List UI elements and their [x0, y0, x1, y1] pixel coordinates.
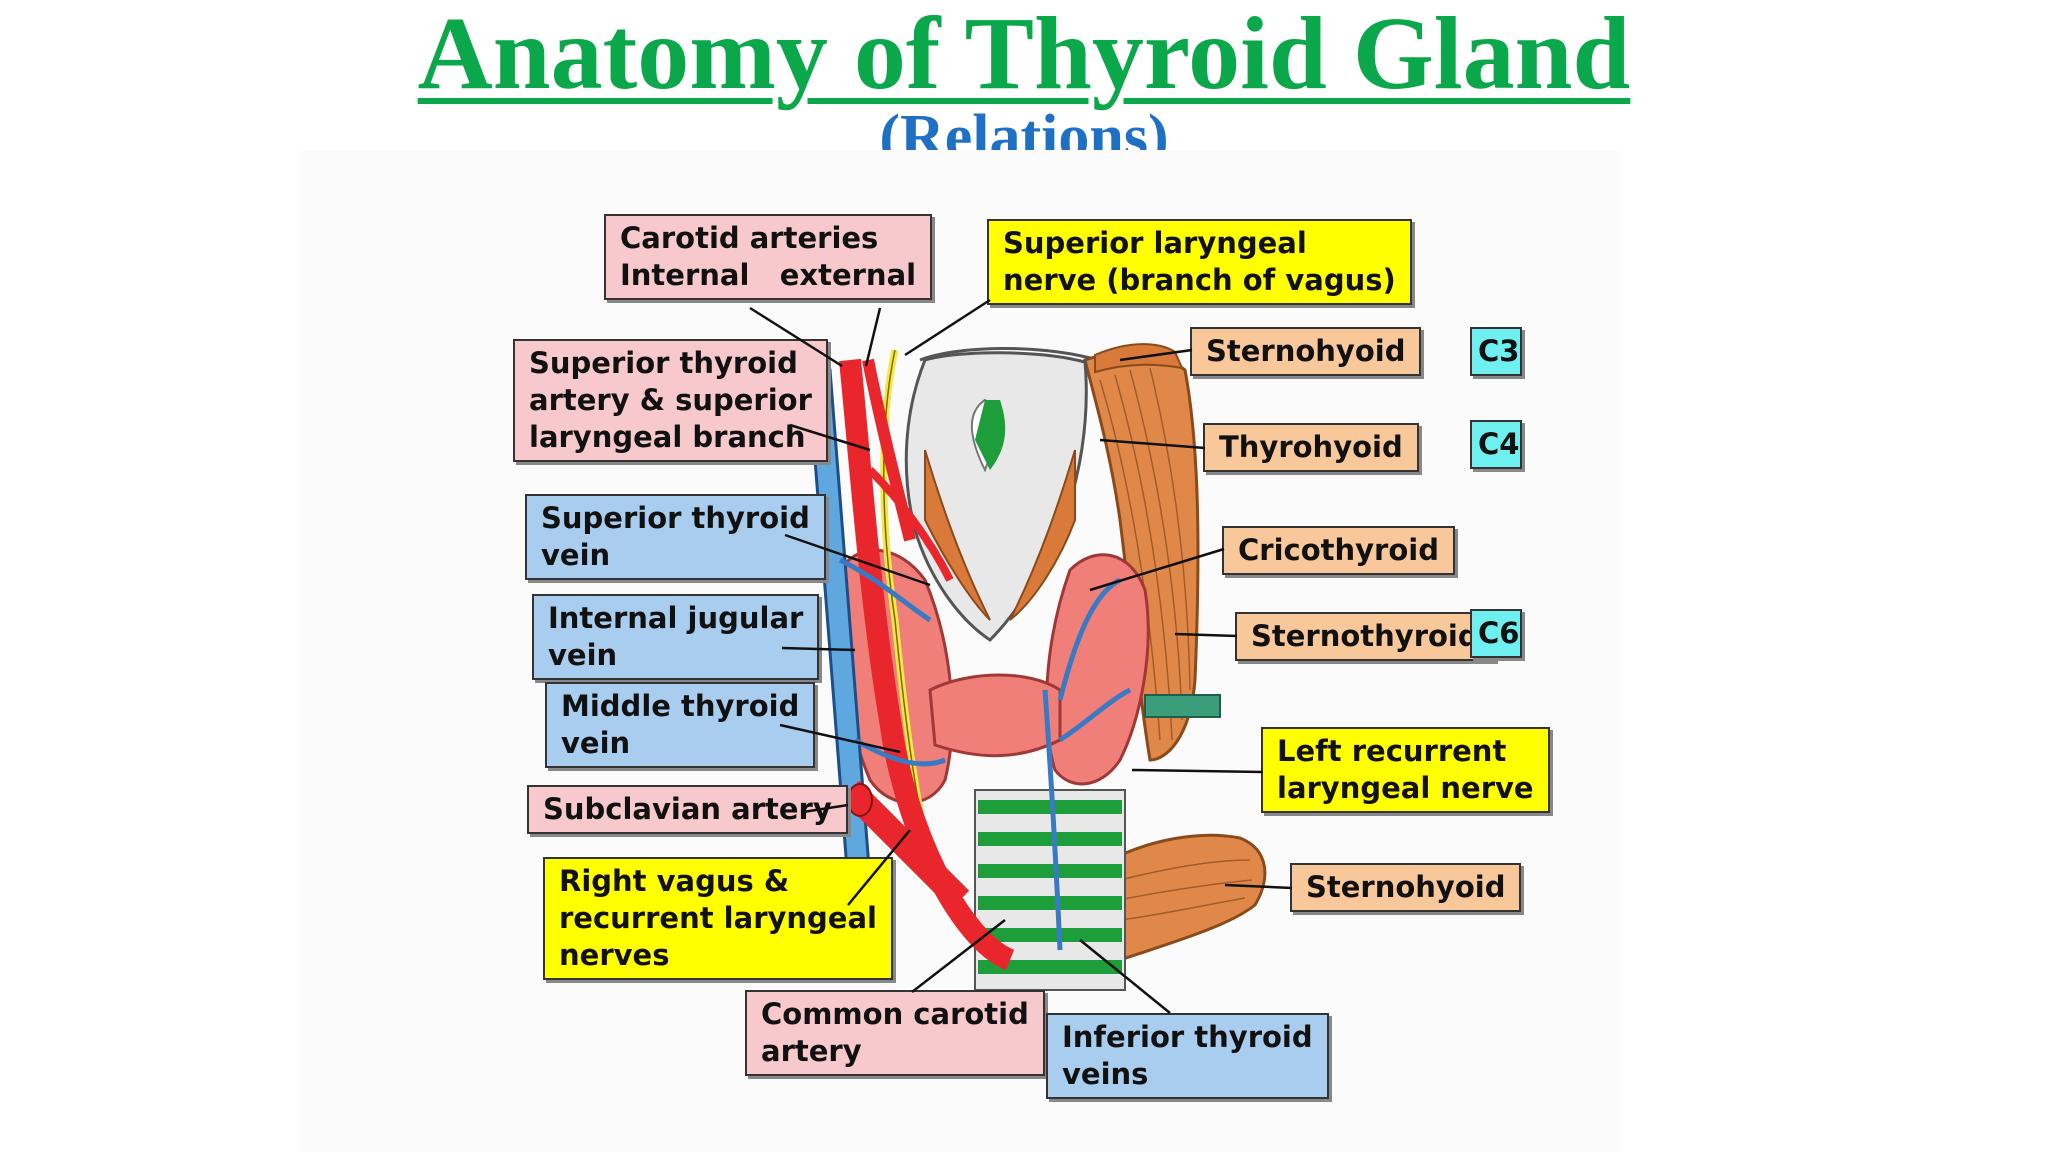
- label-superior-laryngeal-nerve: Superior laryngeal nerve (branch of vagu…: [987, 219, 1412, 305]
- label-superior-thyroid-vein: Superior thyroid vein: [525, 494, 826, 580]
- leader-carotid-internal: [749, 306, 843, 368]
- leader-left-recurrent-laryngeal: [1131, 768, 1264, 774]
- label-cricothyroid: Cricothyroid: [1222, 526, 1455, 575]
- label-carotid-arteries: Carotid arteries Internal external: [604, 214, 933, 300]
- sternothyroid-muscle: [1083, 349, 1200, 762]
- label-sternohyoid-top: Sternohyoid: [1190, 327, 1422, 376]
- label-right-vagus-recurrent-laryngeal: Right vagus & recurrent laryngeal nerves: [543, 857, 893, 980]
- label-inferior-thyroid-veins: Inferior thyroid veins: [1046, 1013, 1329, 1099]
- leader-subclavian-artery: [802, 803, 849, 814]
- label-sternothyroid: Sternothyroid: [1235, 612, 1495, 661]
- leader-middle-thyroid-vein: [779, 723, 901, 754]
- leader-sternohyoid-top: [1119, 348, 1193, 362]
- label-subclavian-artery: Subclavian artery: [527, 785, 848, 834]
- cricothyroid-muscle-left: [924, 449, 991, 621]
- label-sternohyoid-bottom: Sternohyoid: [1290, 863, 1522, 912]
- subclavian-artery-cut: [847, 783, 873, 817]
- hyoid-bone: [919, 347, 1091, 362]
- leader-sternohyoid-bottom: [1224, 883, 1293, 890]
- thyroid-veins: [838, 557, 1132, 951]
- label-thyrohyoid: Thyrohyoid: [1203, 423, 1419, 472]
- leader-superior-thyroid-vein: [784, 533, 931, 587]
- label-internal-jugular-vein: Internal jugular vein: [532, 594, 820, 680]
- thyrohyoid-membrane: [975, 400, 1006, 470]
- green-strap: [1144, 694, 1221, 718]
- leader-thyrohyoid: [1099, 438, 1206, 450]
- label-left-recurrent-laryngeal-nerve: Left recurrent laryngeal nerve: [1261, 727, 1550, 813]
- cricothyroid-muscle-right: [1009, 449, 1076, 621]
- leader-superior-thyroid-artery: [789, 423, 871, 452]
- leader-common-carotid: [911, 919, 1006, 993]
- leader-cricothyroid: [1089, 547, 1225, 592]
- label-superior-thyroid-artery: Superior thyroid artery & superior laryn…: [513, 339, 828, 462]
- label-middle-thyroid-vein: Middle thyroid vein: [545, 682, 816, 768]
- leader-inferior-thyroid-veins: [1079, 939, 1171, 1014]
- vertebral-level-c3: C3: [1470, 327, 1522, 376]
- leader-carotid-external: [864, 307, 882, 367]
- label-common-carotid-artery: Common carotid artery: [745, 990, 1045, 1076]
- superior-thyroid-artery: [867, 467, 954, 582]
- vertebral-level-c6: C6: [1470, 609, 1522, 658]
- leader-sternothyroid: [1174, 632, 1238, 638]
- external-carotid-artery: [862, 358, 916, 542]
- leader-right-vagus: [847, 829, 911, 906]
- leader-superior-laryngeal-nerve: [904, 298, 991, 357]
- common-carotid-artery: [839, 358, 1015, 971]
- page-title: Anatomy of Thyroid Gland: [417, 0, 1631, 111]
- vertebral-level-c4: C4: [1470, 420, 1522, 469]
- leader-internal-jugular-vein: [781, 646, 856, 652]
